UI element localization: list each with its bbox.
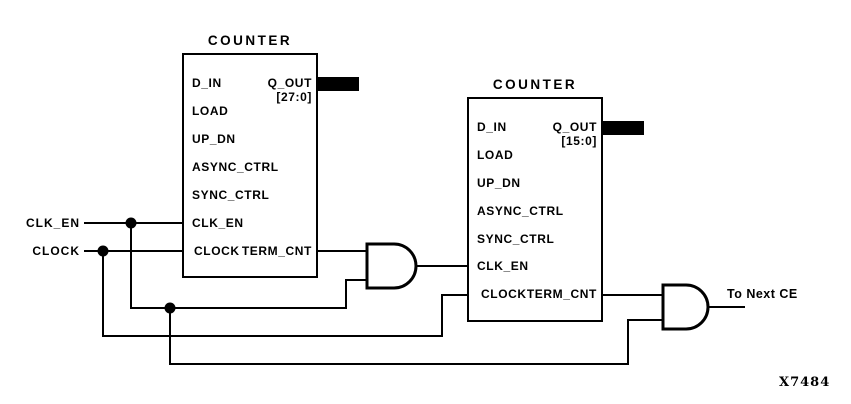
junction-dot: [164, 302, 176, 314]
and-gate-icon: [365, 242, 418, 290]
counter1-q-out-bus-icon: [317, 77, 359, 91]
counter2-q-out-bus-icon: [602, 121, 644, 135]
wire-clock-to-counter2: [102, 251, 467, 337]
counter2-pin-clk-en: CLK_EN: [477, 259, 529, 273]
net-label-clock: CLOCK: [32, 244, 80, 258]
counter2-pin-up-dn: UP_DN: [477, 176, 521, 190]
counter2-block: D_IN LOAD UP_DN ASYNC_CTRL SYNC_CTRL CLK…: [467, 97, 603, 322]
junction-dot: [125, 217, 137, 229]
wire-clk-en-to-and1: [130, 223, 367, 309]
counter2-q-out-range: [15:0]: [561, 134, 597, 148]
counter2-title: COUNTER: [492, 77, 578, 92]
counter1-pin-term-cnt: TERM_CNT: [241, 244, 312, 258]
counter1-pin-sync-ctrl: SYNC_CTRL: [192, 188, 270, 202]
counter1-pin-async-ctrl: ASYNC_CTRL: [192, 160, 279, 174]
junction-dot: [97, 245, 109, 257]
counter1-pin-q-out: Q_OUT: [267, 76, 312, 90]
counter1-pin-clk-en: CLK_EN: [192, 216, 244, 230]
counter1-pin-d-in: D_IN: [192, 76, 222, 90]
figure-number: X7484: [779, 375, 831, 390]
counter2-pin-d-in: D_IN: [477, 120, 507, 134]
net-label-clk-en: CLK_EN: [25, 216, 80, 230]
wire-clk-en-to-and2: [169, 308, 663, 365]
counter1-block: D_IN LOAD UP_DN ASYNC_CTRL SYNC_CTRL CLK…: [182, 53, 318, 278]
counter1-title: COUNTER: [207, 33, 293, 48]
counter2-pin-q-out: Q_OUT: [552, 120, 597, 134]
counter1-pin-up-dn: UP_DN: [192, 132, 236, 146]
counter1-pin-load: LOAD: [192, 104, 229, 118]
counter1-q-out-range: [27:0]: [276, 90, 312, 104]
counter1-pin-clock: CLOCK: [194, 244, 240, 258]
to-next-ce-label: To Next CE: [727, 287, 798, 301]
counter2-pin-sync-ctrl: SYNC_CTRL: [477, 232, 555, 246]
counter2-pin-term-cnt: TERM_CNT: [526, 287, 597, 301]
counter2-pin-async-ctrl: ASYNC_CTRL: [477, 204, 564, 218]
counter2-pin-clock: CLOCK: [481, 287, 527, 301]
and-gate-icon: [661, 283, 710, 331]
counter2-pin-load: LOAD: [477, 148, 514, 162]
